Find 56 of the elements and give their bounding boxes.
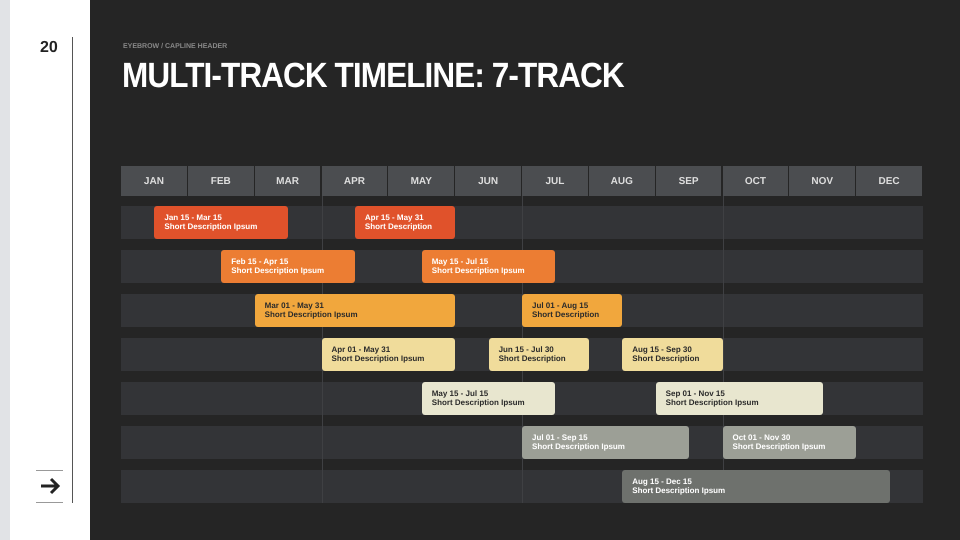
date-range: Jul 01 - Aug 15 bbox=[532, 301, 590, 310]
timeline-bar bbox=[622, 338, 722, 371]
bar-description: Short Description bbox=[532, 310, 600, 319]
month-header: MAY bbox=[388, 166, 454, 196]
page-number: 20 bbox=[40, 39, 58, 57]
timeline-bar bbox=[622, 470, 890, 503]
month-header: APR bbox=[322, 166, 388, 196]
bar-description: Short Description bbox=[632, 354, 700, 363]
month-header: JAN bbox=[121, 166, 187, 196]
month-header: JUL bbox=[522, 166, 588, 196]
timeline-bar bbox=[488, 338, 589, 371]
date-range: May 15 - Jul 15 bbox=[432, 257, 490, 266]
month-header: DEC bbox=[856, 166, 922, 196]
month-header: NOV bbox=[789, 166, 856, 196]
month-header: FEB bbox=[188, 166, 254, 196]
timeline-bar bbox=[254, 294, 456, 327]
bar-description: Short Description Ipsum bbox=[432, 266, 526, 275]
date-range: Aug 15 - Dec 15 bbox=[632, 477, 693, 486]
bar-description: Short Description Ipsum bbox=[164, 222, 258, 231]
bar-description: Short Description Ipsum bbox=[432, 398, 526, 407]
bar-description: Short Description Ipsum bbox=[732, 442, 826, 451]
timeline-bar bbox=[354, 206, 456, 239]
date-range: Aug 15 - Sep 30 bbox=[632, 345, 693, 354]
bar-description: Short Description Ipsum bbox=[332, 354, 426, 363]
bar-description: Short Description Ipsum bbox=[666, 398, 760, 407]
date-range: Sep 01 - Nov 15 bbox=[666, 389, 726, 398]
timeline-bar bbox=[656, 382, 823, 415]
timeline-bar bbox=[154, 206, 288, 239]
date-range: Mar 01 - May 31 bbox=[264, 301, 325, 310]
slide-title: MULTI-TRACK TIMELINE: 7-TRACK bbox=[122, 56, 624, 96]
month-header: SEP bbox=[656, 166, 722, 196]
date-range: Oct 01 - Nov 30 bbox=[732, 433, 792, 442]
date-range: Jul 01 - Sep 15 bbox=[532, 433, 589, 442]
bar-description: Short Description Ipsum bbox=[264, 310, 359, 319]
timeline-bar bbox=[422, 382, 556, 415]
bar-description: Short Description Ipsum bbox=[532, 442, 626, 451]
timeline-bar bbox=[221, 250, 355, 283]
bar-description: Short Description Ipsum bbox=[231, 266, 326, 275]
month-header: AUG bbox=[588, 166, 655, 196]
month-header: MAR bbox=[254, 166, 320, 196]
date-range: Feb 15 - Apr 15 bbox=[231, 257, 290, 266]
date-range: Jan 15 - Mar 15 bbox=[164, 213, 223, 222]
bar-description: Short Description bbox=[364, 222, 434, 231]
date-range: Jun 15 - Jul 30 bbox=[498, 345, 555, 354]
date-range: Apr 01 - May 31 bbox=[332, 345, 392, 354]
timeline-bar bbox=[522, 294, 622, 327]
bar-description: Short Description bbox=[498, 354, 567, 363]
date-range: May 15 - Jul 15 bbox=[432, 389, 490, 398]
bar-description: Short Description Ipsum bbox=[632, 486, 726, 495]
month-header: JUN bbox=[455, 166, 521, 196]
timeline-bar bbox=[322, 338, 456, 371]
date-range: Apr 15 - May 31 bbox=[364, 213, 425, 222]
timeline-bar bbox=[522, 426, 690, 459]
timeline-bar bbox=[422, 250, 556, 283]
month-header: OCT bbox=[722, 166, 788, 196]
timeline-bar bbox=[722, 426, 856, 459]
